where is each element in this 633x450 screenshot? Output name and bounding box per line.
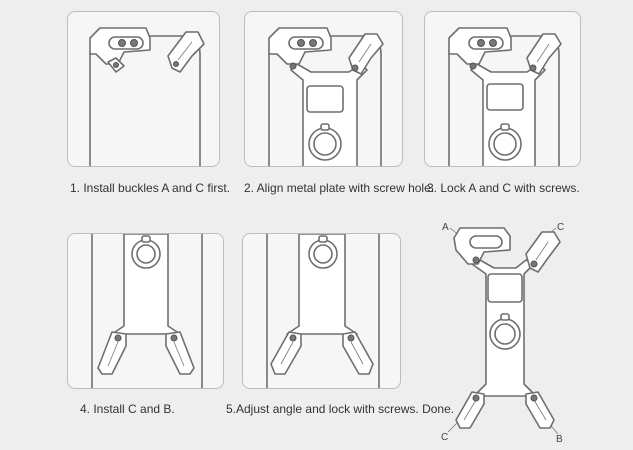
step-1-panel: [67, 11, 220, 167]
step-3-panel: [424, 11, 581, 167]
buckle-c: [167, 31, 205, 73]
callout-c-top-right: C: [557, 222, 565, 233]
step-4-panel: [67, 233, 224, 389]
buckle-b-bottom: [165, 331, 195, 375]
step-5-illustration: [266, 234, 380, 388]
assembled-frame: [447, 227, 561, 435]
step-2-panel: [244, 11, 403, 167]
step-2-caption: 2. Align metal plate with screw hole.: [244, 181, 435, 195]
step-2-illustration: [268, 27, 384, 166]
step-4-caption: 4. Install C and B.: [80, 402, 175, 416]
callout-a-top-left: A: [442, 222, 449, 233]
step-4-illustration: [91, 234, 203, 388]
step-1-illustration: [89, 27, 205, 166]
callout-b-bottom-right: B: [556, 434, 563, 445]
step-5-caption: 5.Adjust angle and lock with screws. Don…: [226, 402, 455, 416]
callout-c-bottom-left: C: [441, 432, 449, 443]
buckle-c-bottom: [97, 331, 127, 375]
step-3-illustration: [448, 27, 562, 166]
step-1-caption: 1. Install buckles A and C first.: [70, 181, 231, 195]
step-5-panel: [242, 233, 401, 389]
step-3-caption: 3. Lock A and C with screws.: [427, 181, 580, 195]
